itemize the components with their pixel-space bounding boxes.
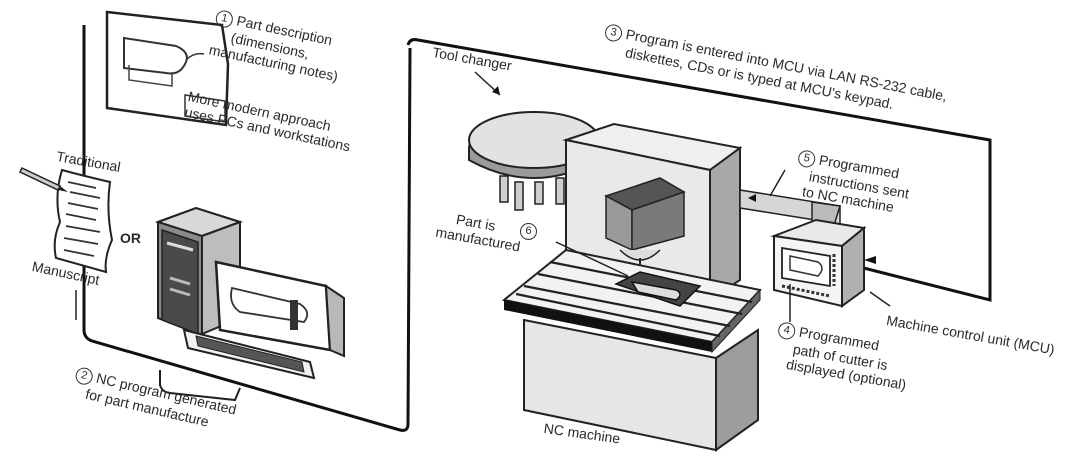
or-label: OR [120,230,141,246]
step-2-number: 2 [73,365,95,387]
step-4-number: 4 [776,320,797,341]
computer-workstation-icon [154,206,345,380]
instructions-leader [769,169,786,197]
step-6-number: 6 [520,222,541,240]
step-5-number: 5 [796,148,817,169]
right-panel-board [406,38,992,302]
step-3-number: 3 [603,22,624,43]
manuscript-pencil-icon [18,167,114,274]
left-panel-board [82,25,412,432]
part-leader [555,241,629,277]
step-1-number: 1 [214,8,235,30]
milling-machine-icon [501,122,762,452]
drawing-sheet-icon [105,10,230,127]
left-panel-stand [159,370,241,402]
mcu-console-icon [770,218,867,308]
mcu-leader [869,291,891,307]
